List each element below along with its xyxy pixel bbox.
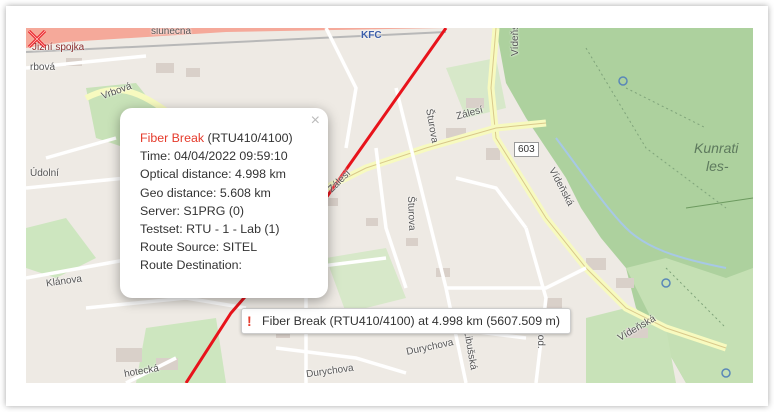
popup-content: Fiber Break (RTU410/4100) Time: 04/04/20… xyxy=(140,129,293,275)
event-info-popup: × Fiber Break (RTU410/4100) Time: 04/04/… xyxy=(120,108,328,298)
map-label-sturova-2: Šturova xyxy=(405,196,418,231)
popup-route-source: Route Source: SITEL xyxy=(140,240,258,255)
popup-route-destination: Route Destination: xyxy=(140,258,242,273)
map-label-slunecna: slunecna xyxy=(151,28,192,37)
popup-testset: Testset: RTU - 1 - Lab (1) xyxy=(140,222,280,237)
map-label-spojka: Jižní spojka xyxy=(32,42,85,53)
map-label-forest-line2: les- xyxy=(706,158,729,174)
map-label-videnska-top: Vídeňská xyxy=(510,28,521,56)
event-type-link[interactable]: Fiber Break xyxy=(140,131,205,145)
fiber-break-tooltip: ! Fiber Break (RTU410/4100) at 4.998 km … xyxy=(241,308,571,334)
map-label-forest-line1: Kunrati xyxy=(694,140,739,156)
map-label-vrbova-short: rbová xyxy=(30,62,56,73)
map-tiles xyxy=(26,28,753,383)
close-icon[interactable]: × xyxy=(310,112,320,129)
alert-exclamation-icon: ! xyxy=(247,313,252,329)
popup-server: Server: S1PRG (0) xyxy=(140,203,244,218)
map-label-udolni: Údolní xyxy=(30,168,59,179)
screenshot-frame: slunecna Jižní spojka KFC rbová Vrbová Z… xyxy=(6,6,768,406)
map-canvas[interactable]: slunecna Jižní spojka KFC rbová Vrbová Z… xyxy=(26,28,753,383)
popup-geo-distance: Geo distance: 5.608 km xyxy=(140,185,271,200)
popup-time: Time: 04/04/2022 09:59:10 xyxy=(140,149,288,164)
tooltip-text: Fiber Break (RTU410/4100) at 4.998 km (5… xyxy=(262,314,560,328)
rtu-id: (RTU410/4100) xyxy=(207,131,293,145)
route-number-shield: 603 xyxy=(514,142,539,157)
popup-optical-distance: Optical distance: 4.998 km xyxy=(140,167,287,182)
popup-title-line: Fiber Break (RTU410/4100) xyxy=(140,129,293,147)
map-label-kfc: KFC xyxy=(361,30,382,41)
fiber-break-marker-icon[interactable] xyxy=(26,28,48,50)
